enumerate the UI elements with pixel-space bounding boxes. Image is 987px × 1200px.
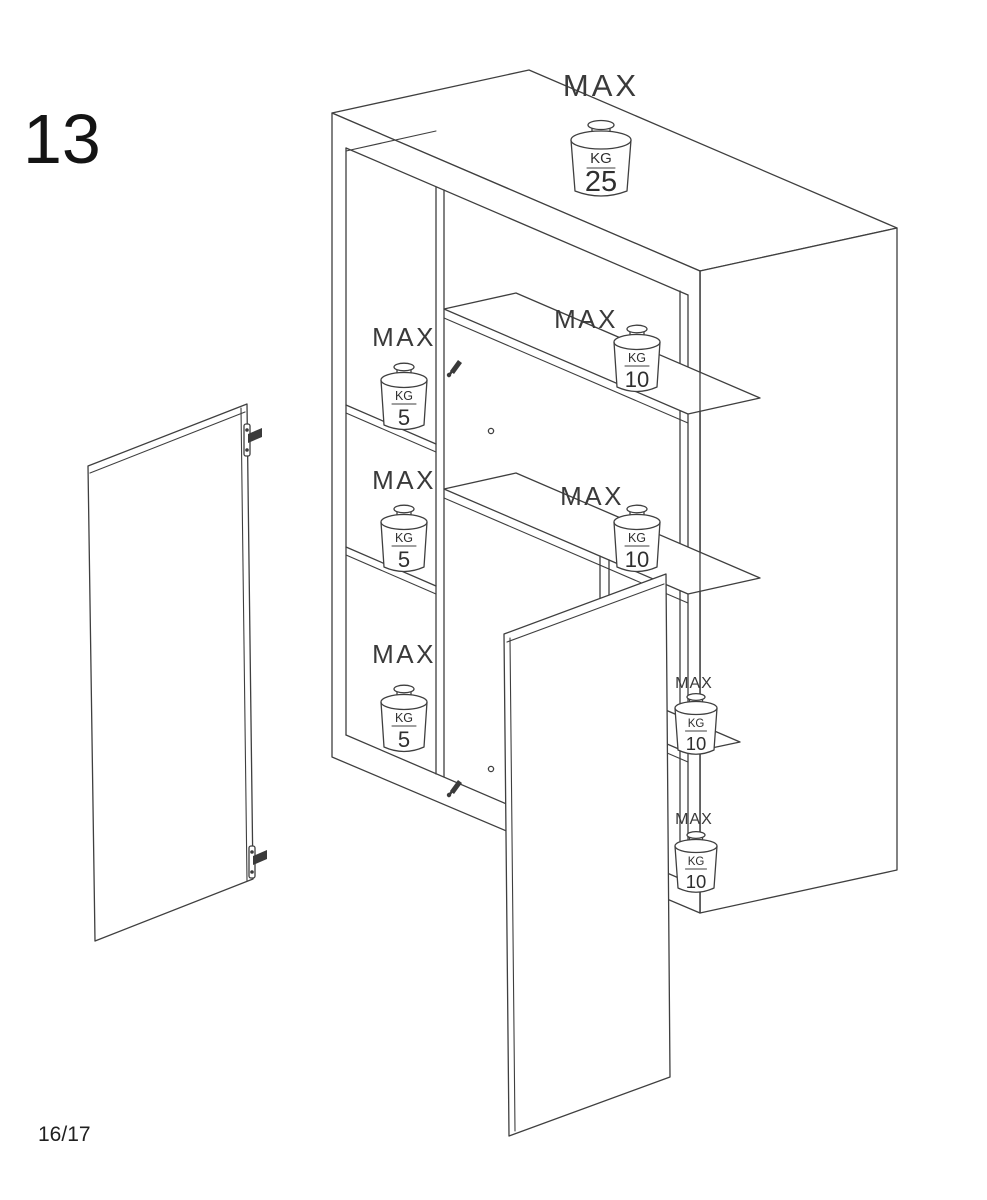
cam-lock-icon [446, 372, 452, 378]
upper-shelf-surface [443, 292, 761, 415]
hinge-screw [250, 870, 254, 874]
weight-knob-cap [626, 324, 648, 334]
weight-body [613, 521, 661, 573]
weight-unit-label: KG [590, 150, 612, 167]
weight-knob-cap [587, 119, 615, 131]
weight-max-5-left-top: KG 5 [380, 362, 428, 431]
dowel-hole [487, 765, 495, 773]
weight-value-label: 10 [625, 547, 649, 572]
hinge-icon [243, 423, 262, 457]
middle-door-panel [503, 573, 671, 1137]
max-load-label: MAX [675, 811, 713, 828]
weight-value-label: 5 [398, 547, 410, 572]
max-load-label: MAX [372, 465, 436, 495]
weight-value-label: 10 [686, 733, 707, 754]
weight-body [380, 701, 428, 753]
weight-body [613, 341, 661, 393]
weight-unit-label: KG [395, 531, 413, 545]
weight-value-label: 10 [625, 367, 649, 392]
weight-value-label: 5 [398, 727, 410, 752]
hinge-screw [245, 428, 249, 432]
hinge-screw [250, 850, 254, 854]
weight-unit-label: KG [628, 531, 646, 545]
weight-max-25-top: KG 25 [570, 119, 632, 198]
cam-lock-icon [446, 792, 452, 798]
weight-value-label: 5 [398, 405, 410, 430]
max-load-label: MAX [372, 322, 436, 352]
step-number: 13 [23, 100, 101, 178]
hinge-arm [253, 850, 267, 865]
weight-max-10-middle-shelf: KG 10 [613, 504, 661, 573]
middle-door-edge-thickness [506, 583, 665, 643]
weight-max-10-right-upper: KG 10 [674, 692, 718, 755]
weight-body-rim [674, 700, 718, 716]
left-door-edge-thickness [89, 411, 246, 474]
middle-door-panel [503, 573, 671, 1137]
weight-knob-cap [393, 362, 415, 372]
cam-lock-icon [446, 360, 462, 378]
weight-unit-label: KG [395, 711, 413, 725]
weight-body-rim [613, 333, 661, 351]
weight-body-rim [613, 513, 661, 531]
weight-max-10-right-lower: KG 10 [674, 830, 718, 893]
weight-value-label: 25 [585, 166, 617, 198]
max-load-label: MAX [560, 481, 624, 511]
interior-top-edge [345, 147, 689, 296]
page-indicator: 16/17 [38, 1123, 91, 1146]
weight-knob-cap [686, 692, 706, 702]
weight-max-5-left-bottom: KG 5 [380, 684, 428, 753]
weight-knob-cap [626, 504, 648, 514]
weight-unit-label: KG [688, 718, 705, 730]
upper-shelf-thickness [443, 317, 689, 424]
left-door-panel [87, 403, 267, 942]
weight-unit-label: KG [395, 389, 413, 403]
max-load-label: MAX [372, 639, 436, 669]
weight-max-10-upper-shelf: KG 10 [613, 324, 661, 393]
weight-knob-cap [393, 684, 415, 694]
max-load-label: MAX [563, 68, 639, 103]
middle-shelf-surface [443, 472, 761, 595]
hinge-icon [248, 845, 267, 879]
weight-body-rim [380, 693, 428, 711]
left-door-panel [87, 403, 254, 942]
weight-body [380, 521, 428, 573]
left-door-edge-thickness [240, 407, 248, 882]
weight-unit-label: KG [688, 856, 705, 868]
weight-body-rim [570, 130, 632, 150]
left-shelf-upper-thickness [345, 412, 437, 453]
max-load-label: MAX [554, 304, 618, 334]
weight-knob-cap [393, 504, 415, 514]
weight-value-label: 10 [686, 871, 707, 892]
weight-body-rim [380, 371, 428, 389]
hinge-arm [248, 428, 262, 443]
dowel-hole [487, 427, 495, 435]
weight-max-5-left-middle: KG 5 [380, 504, 428, 573]
weight-body-rim [674, 838, 718, 854]
middle-door-edge-thickness [509, 637, 516, 1132]
hinge-screw [245, 448, 249, 452]
left-shelf-lower-thickness [345, 554, 437, 595]
top-panel-underside-edge [345, 130, 437, 152]
weight-unit-label: KG [628, 351, 646, 365]
weight-body-rim [380, 513, 428, 531]
weight-body [380, 379, 428, 431]
weight-knob-cap [686, 830, 706, 840]
max-load-label: MAX [675, 675, 713, 692]
cam-lock-icon [446, 780, 462, 798]
